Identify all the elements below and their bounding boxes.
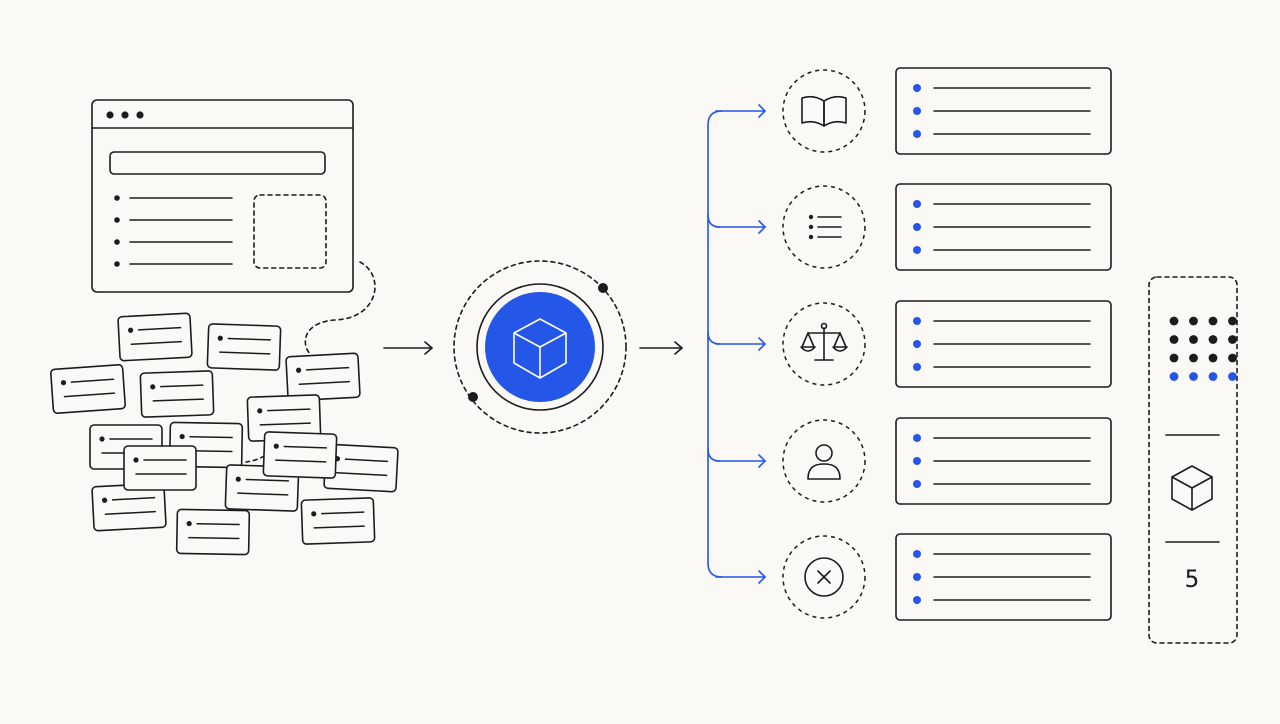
note-card (262, 431, 338, 479)
branch-arrowhead (758, 454, 766, 468)
category-icon-circle (782, 69, 866, 153)
output-card-bullet (913, 340, 921, 348)
output-card (895, 183, 1112, 271)
grid-dot (1169, 372, 1179, 381)
category-icon-circle (782, 302, 866, 386)
window-to-notes-connector (304, 261, 376, 355)
category-row (782, 417, 1112, 505)
output-card (895, 67, 1112, 155)
branch-curve (707, 331, 721, 345)
output-card-bullet (913, 457, 921, 465)
cube-icon (1171, 465, 1213, 511)
output-card-bullet (913, 434, 921, 442)
output-card-bullet (913, 363, 921, 371)
category-icon-circle (782, 419, 866, 503)
output-card-bullet (913, 246, 921, 254)
list-icon (808, 214, 842, 240)
arrow-from-hub (639, 341, 683, 355)
grid-dot (1189, 316, 1198, 326)
note-card (117, 312, 193, 362)
grid-dot (1189, 353, 1198, 363)
grid-dot (1228, 316, 1237, 326)
note-card (175, 508, 251, 556)
grid-dot (1228, 372, 1237, 381)
grid-dot (1228, 335, 1237, 344)
branch-arrowhead (758, 570, 766, 584)
note-card (50, 364, 126, 414)
book-icon (801, 95, 847, 127)
scattered-notes (50, 312, 399, 556)
grid-dot (1189, 372, 1198, 381)
window-search-bar (109, 151, 326, 175)
output-card-bullet (913, 317, 921, 325)
close-circle-icon (804, 557, 844, 597)
branch-trunk (707, 110, 723, 578)
category-row (782, 300, 1112, 388)
grid-dot (1169, 335, 1179, 344)
output-card-bullet (913, 200, 921, 208)
category-row (782, 183, 1112, 271)
note-card (123, 445, 197, 491)
arrow-to-hub (383, 341, 433, 355)
note-card (139, 370, 215, 418)
notes-connector-lower (245, 439, 293, 463)
dot-grid (1169, 316, 1237, 381)
orbit-dot (468, 392, 478, 402)
output-card-bullet (913, 107, 921, 115)
grid-dot (1228, 353, 1237, 363)
grid-dot (1208, 372, 1218, 381)
branch-arrowhead (758, 104, 766, 118)
grid-dot (1208, 316, 1218, 326)
browser-window-icon (91, 99, 354, 293)
category-icon-circle (782, 185, 866, 269)
branch-curve (707, 448, 721, 462)
summary-panel (1148, 276, 1238, 644)
grid-dot (1169, 353, 1179, 363)
summary-panel-frame (1148, 276, 1238, 644)
category-row (782, 533, 1112, 621)
person-icon (807, 444, 841, 480)
category-icon-circle (782, 535, 866, 619)
output-card-bullet (913, 130, 921, 138)
grid-dot (1169, 316, 1179, 326)
category-row (782, 67, 1112, 155)
hub-ring (476, 283, 604, 411)
branch-arrowhead (758, 220, 766, 234)
output-card-bullet (913, 84, 921, 92)
output-card-bullet (913, 223, 921, 231)
output-card-bullet (913, 596, 921, 604)
grid-dot (1208, 353, 1218, 363)
output-card (895, 533, 1112, 621)
scales-icon (800, 322, 848, 361)
window-image-placeholder (253, 194, 327, 269)
branch-curve (707, 214, 721, 228)
output-card (895, 417, 1112, 505)
output-card-bullet (913, 573, 921, 581)
note-card (300, 497, 376, 545)
cube-icon (513, 318, 567, 379)
branch-connectors (707, 104, 766, 584)
window-list (114, 195, 233, 267)
grid-dot (1189, 335, 1198, 344)
category-count: 5 (1184, 565, 1200, 593)
hub-orbit (453, 260, 627, 434)
output-card (895, 300, 1112, 388)
note-card (206, 323, 282, 371)
note-card (285, 352, 361, 402)
category-rows (782, 67, 1112, 621)
output-card-bullet (913, 480, 921, 488)
grid-dot (1208, 335, 1218, 344)
orbit-dot (598, 283, 608, 293)
branch-arrowhead (758, 337, 766, 351)
output-card-bullet (913, 550, 921, 558)
hub (453, 260, 627, 434)
